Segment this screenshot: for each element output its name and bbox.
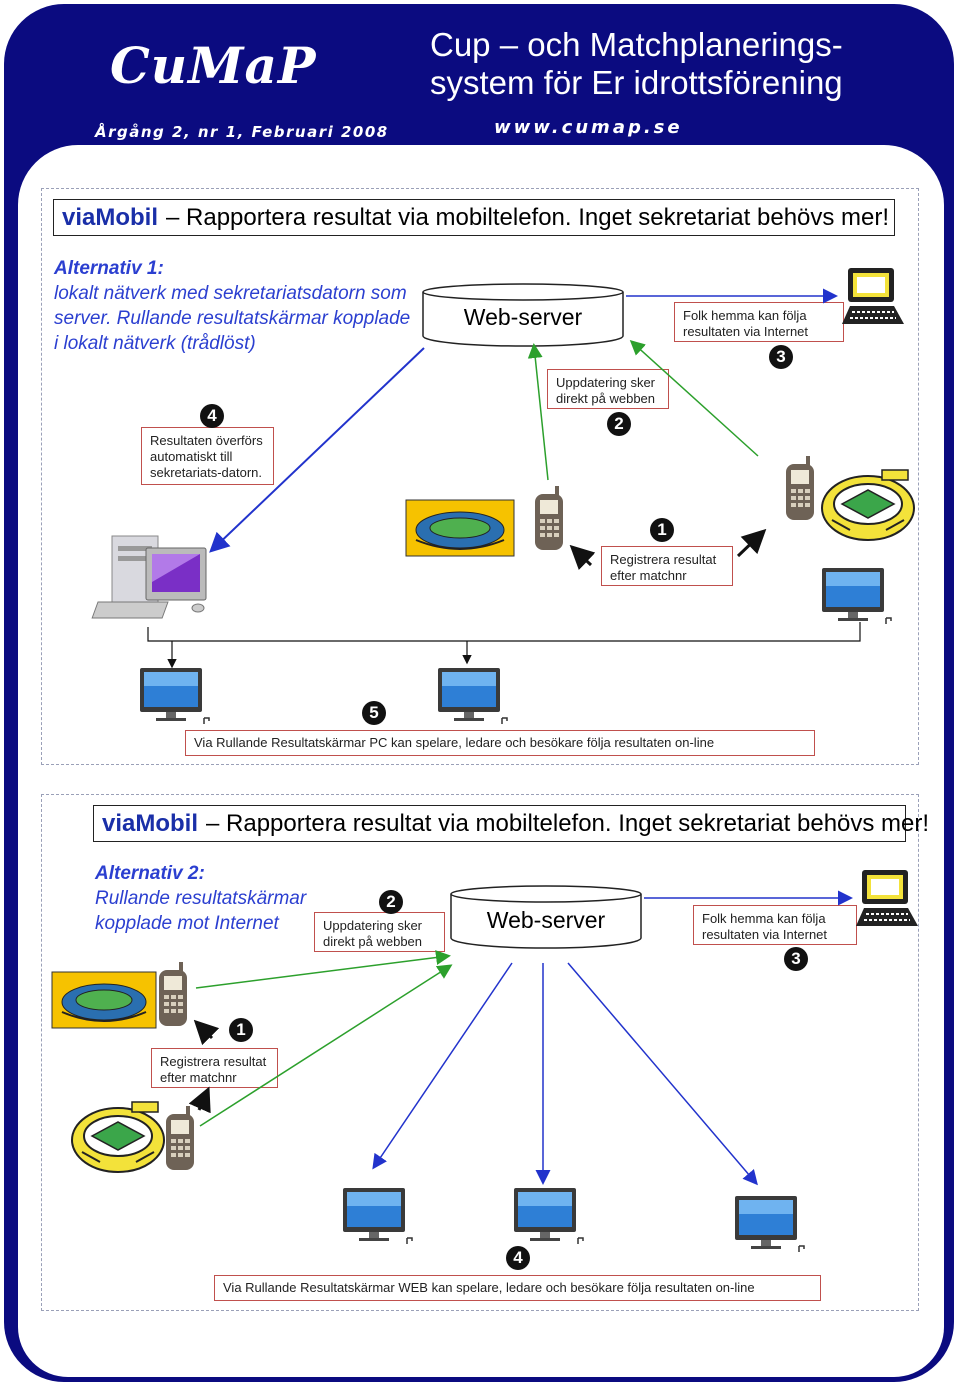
panel1-box-transfer: Resultaten överförs automatiskt till sek… — [141, 427, 274, 485]
panel1-header-text: – Rapportera resultat via mobiltelefon. … — [166, 203, 890, 231]
panel2-box-screens: Via Rullande Resultatskärmar WEB kan spe… — [214, 1275, 821, 1301]
panel2-server-label: Web-server — [486, 907, 606, 933]
panel1-server-label: Web-server — [463, 304, 583, 330]
panel2-box-register: Registrera resultat efter matchnr — [151, 1048, 278, 1088]
monitor-icon — [437, 667, 508, 725]
panel2-header: viaMobil – Rapportera resultat via mobil… — [93, 805, 929, 842]
panel2-alternative-desc: Alternativ 2: Rullande resultatskärmar k… — [95, 861, 335, 936]
mobile-phone-icon — [159, 962, 187, 1026]
website-link[interactable]: www.cumap.se — [494, 117, 683, 138]
panel-alternative-2 — [41, 794, 919, 1311]
mobile-phone-icon — [166, 1106, 194, 1170]
panel2-box-home: Folk hemma kan följa resultaten via Inte… — [693, 905, 857, 945]
monitor-icon — [734, 1195, 805, 1253]
panel2-box-update: Uppdatering sker direkt på webben — [314, 912, 445, 952]
panel1-header: viaMobil – Rapportera resultat via mobil… — [53, 199, 895, 236]
panel1-alternative-desc: Alternativ 1: lokalt nätverk med sekreta… — [54, 256, 414, 356]
panel2-brand: viaMobil — [102, 809, 199, 837]
panel1-step-1: 1 — [650, 518, 674, 542]
panel1-step-4: 4 — [200, 404, 224, 428]
panel1-box-register: Registrera resultat efter matchnr — [601, 546, 733, 586]
panel2-alt-title: Alternativ 2: — [95, 863, 205, 884]
panel2-alt-text: Rullande resultatskärmar kopplade mot In… — [95, 888, 307, 934]
panel1-step-3: 3 — [769, 345, 793, 369]
stadium-icon — [405, 499, 515, 557]
panel2-step-3: 3 — [784, 947, 808, 971]
panel1-box-home: Folk hemma kan följa resultaten via Inte… — [674, 302, 844, 342]
monitor-icon — [342, 1187, 413, 1245]
panel1-alt-text: lokalt nätverk med sekretariatsdatorn so… — [54, 283, 411, 354]
monitor-icon — [139, 667, 210, 725]
panel1-step-2: 2 — [607, 412, 631, 436]
monitor-icon — [821, 567, 892, 625]
panel2-step-4: 4 — [506, 1246, 530, 1270]
monitor-icon — [513, 1187, 584, 1245]
panel1-box-screens: Via Rullande Resultatskärmar PC kan spel… — [185, 730, 815, 756]
web-server-icon — [450, 885, 642, 949]
mobile-phone-icon — [786, 456, 814, 520]
panel1-box-update: Uppdatering sker direkt på webben — [547, 369, 669, 409]
desktop-computer-icon — [91, 535, 207, 619]
web-server-icon — [422, 283, 624, 347]
tagline: Cup – och Matchplanerings-system för Er … — [430, 26, 843, 101]
stadium-icon — [71, 1101, 165, 1173]
panel1-brand: viaMobil — [62, 203, 159, 231]
panel1-alt-title: Alternativ 1: — [54, 258, 164, 279]
laptop-icon — [856, 870, 918, 926]
panel-alternative-1 — [41, 188, 919, 765]
panel2-header-text: – Rapportera resultat via mobiltelefon. … — [206, 809, 930, 837]
stadium-icon — [51, 971, 157, 1029]
panel2-step-1: 1 — [229, 1018, 253, 1042]
panel2-step-2: 2 — [379, 890, 403, 914]
logo: CuMaP — [110, 36, 317, 95]
stadium-icon — [821, 469, 915, 541]
panel1-step-5: 5 — [362, 701, 386, 725]
laptop-icon — [842, 268, 904, 324]
mobile-phone-icon — [535, 486, 563, 550]
issue-info: Årgång 2, nr 1, Februari 2008 — [95, 123, 389, 141]
